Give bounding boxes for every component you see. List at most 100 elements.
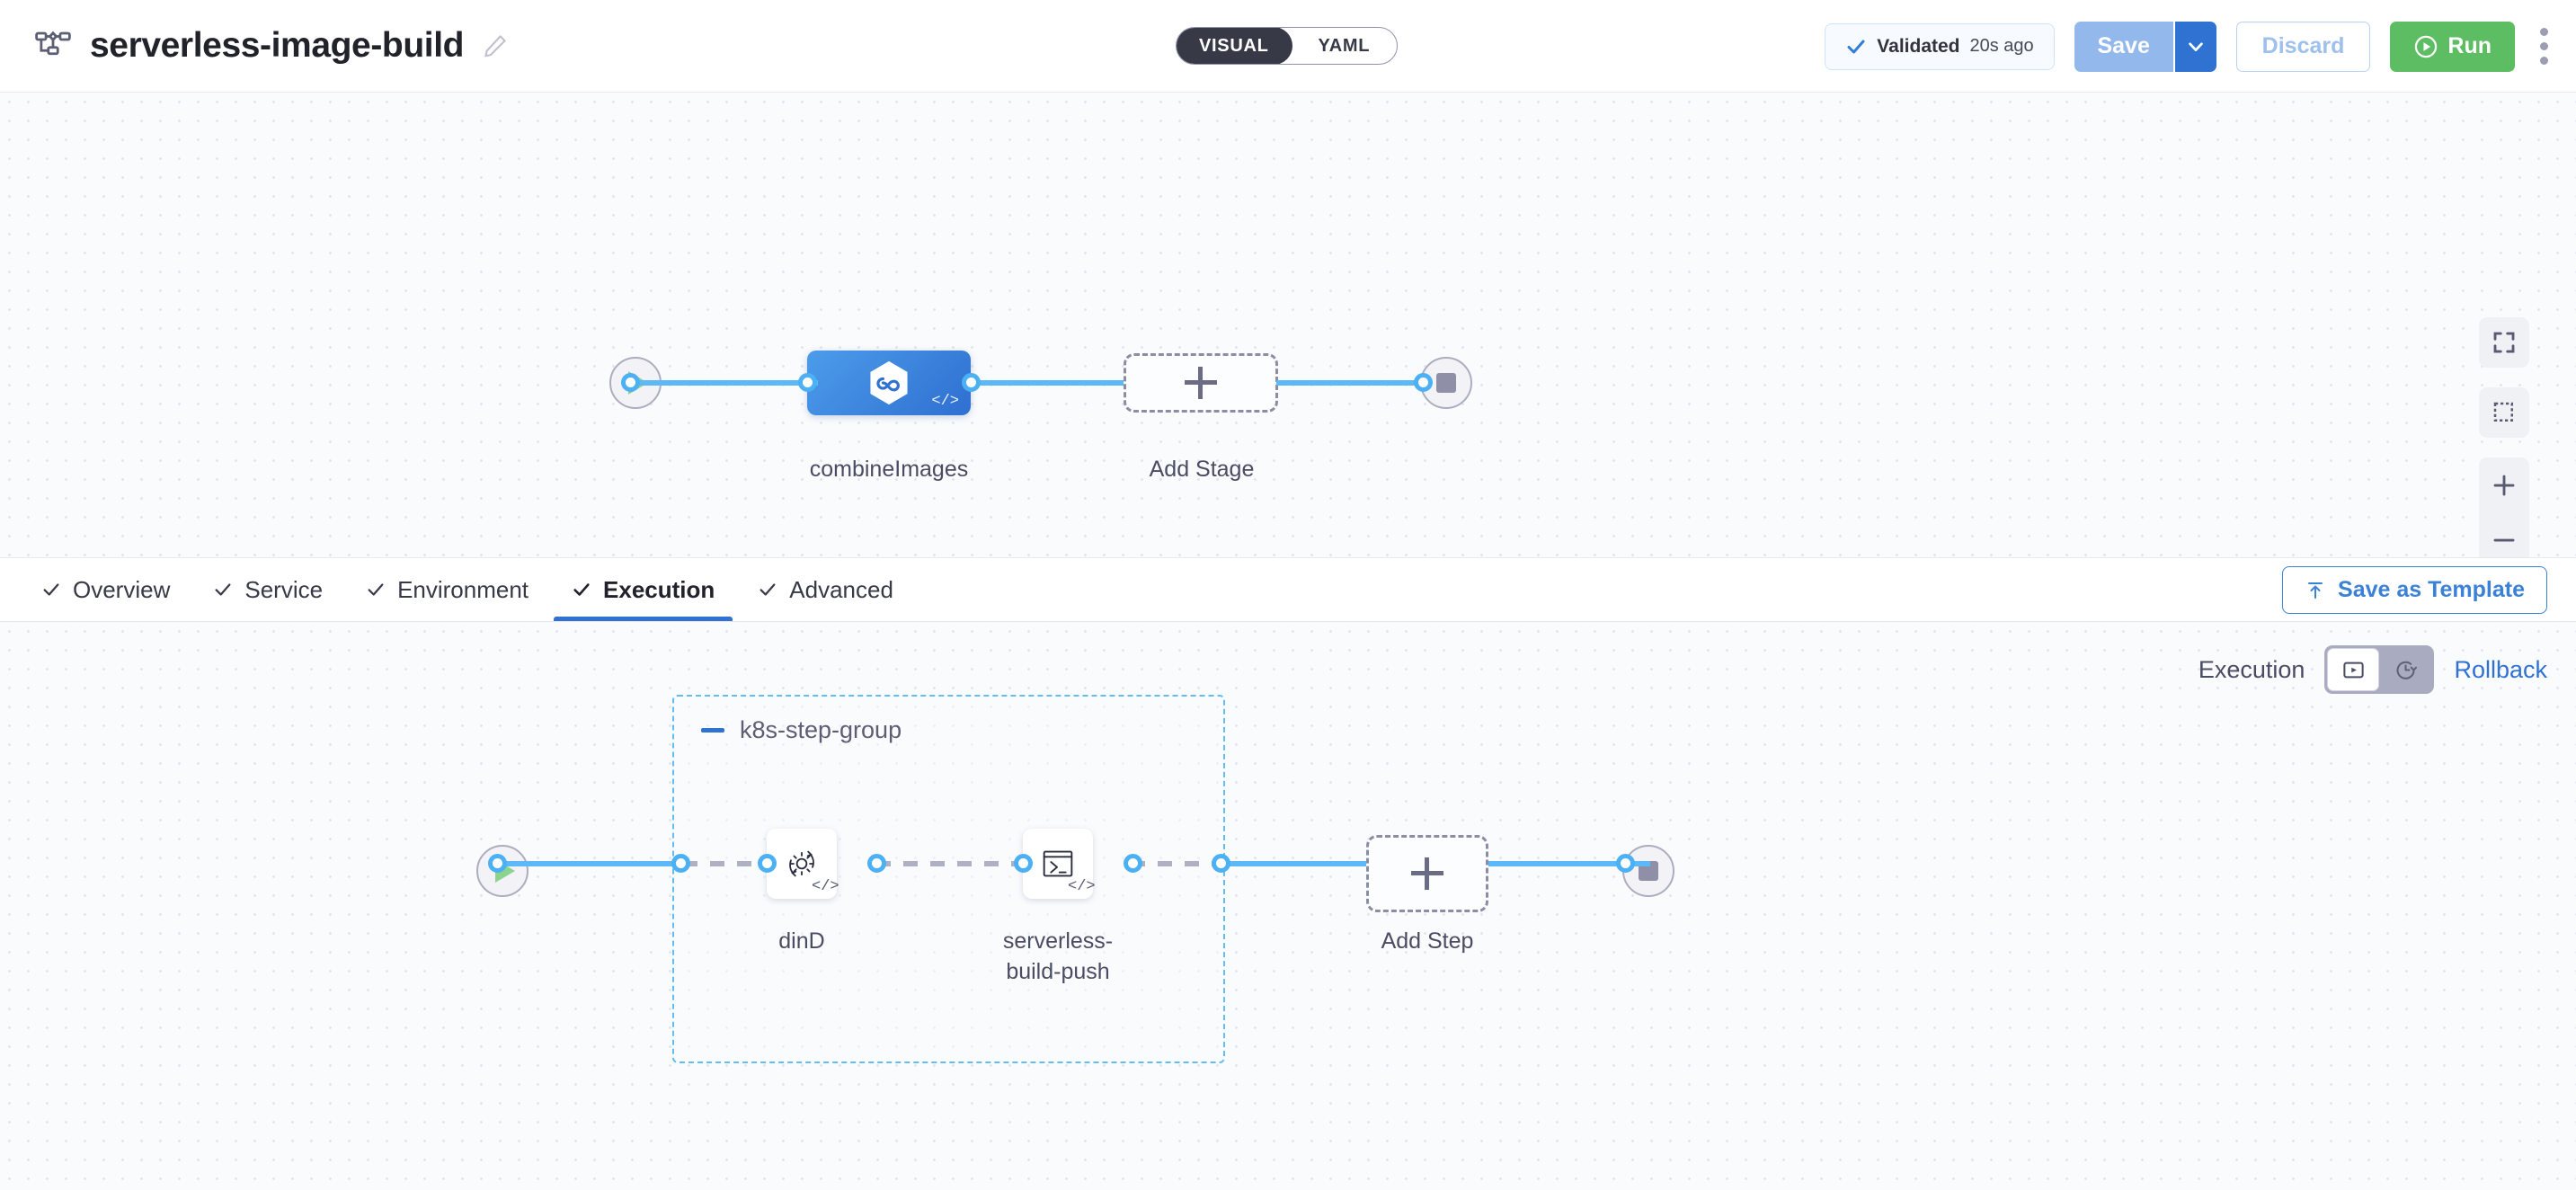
port-group-out[interactable]	[1212, 854, 1230, 873]
kebab-menu-icon[interactable]	[2535, 28, 2553, 65]
harness-hexagon-infinity-icon	[863, 357, 915, 409]
connector-stage-to-addstage	[971, 380, 1124, 386]
chevron-down-icon	[2186, 37, 2206, 57]
code-badge: </>	[931, 393, 959, 410]
top-bar-actions: Validated 20s ago Save Discard Run	[1825, 0, 2553, 93]
mode-toggle[interactable]: VISUAL YAML	[1176, 27, 1399, 65]
add-step-button[interactable]	[1366, 835, 1488, 912]
tab-execution[interactable]: Execution	[553, 558, 733, 621]
fit-to-screen-button[interactable]	[2479, 317, 2529, 368]
execution-canvas[interactable]: Execution Rollback	[0, 622, 2576, 1190]
play-circle-icon	[2413, 34, 2438, 59]
check-icon	[1845, 36, 1867, 58]
add-step-label: Add Step	[1381, 928, 1474, 954]
connector-addstage-to-end	[1276, 380, 1420, 386]
upload-template-icon	[2305, 580, 2326, 601]
toggle-rollback-button[interactable]	[2379, 648, 2431, 691]
add-stage-label: Add Stage	[1149, 457, 1255, 482]
page-title: serverless-image-build	[90, 26, 465, 65]
connector-start-to-group	[501, 861, 689, 866]
plus-icon	[1411, 857, 1443, 890]
zoom-in-button[interactable]	[2479, 457, 2529, 512]
code-badge: </>	[1068, 878, 1096, 895]
port-dind-in[interactable]	[758, 854, 777, 873]
stop-square-icon	[1436, 373, 1456, 393]
step-group-header[interactable]: k8s-step-group	[701, 716, 902, 744]
port-build-out[interactable]	[1124, 854, 1142, 873]
port-end-in[interactable]	[1414, 373, 1433, 392]
connector-group-to-dind	[683, 861, 764, 866]
step-label-serverless-build-push: serverless- build-push	[1002, 928, 1114, 984]
mode-toggle-visual[interactable]: VISUAL	[1177, 28, 1292, 64]
rollback-label[interactable]: Rollback	[2454, 655, 2547, 683]
check-icon	[43, 583, 59, 596]
port-stage-out[interactable]	[962, 373, 981, 392]
top-bar: serverless-image-build VISUAL YAML Valid…	[0, 0, 2576, 93]
tab-label: Environment	[397, 575, 529, 603]
save-split-button[interactable]: Save	[2074, 21, 2216, 72]
selection-box-button[interactable]	[2479, 387, 2529, 438]
check-icon	[573, 583, 590, 596]
connector-group-to-addstep	[1222, 861, 1366, 866]
gear-rotate-icon	[789, 850, 814, 877]
tab-overview[interactable]: Overview	[41, 558, 170, 621]
tab-advanced[interactable]: Advanced	[758, 558, 893, 621]
connector-dind-to-build	[876, 861, 1020, 866]
port-start-out[interactable]	[621, 373, 640, 392]
port-group-in[interactable]	[671, 854, 690, 873]
pencil-edit-icon[interactable]	[482, 32, 509, 59]
pipeline-flow-icon	[34, 27, 72, 65]
port-exec-end-in[interactable]	[1616, 854, 1635, 873]
tab-service[interactable]: Service	[213, 558, 323, 621]
tab-label: Execution	[603, 575, 715, 603]
tab-label: Advanced	[789, 575, 893, 603]
minus-collapse-icon[interactable]	[701, 728, 724, 733]
pipeline-title-group: serverless-image-build	[34, 26, 509, 66]
stage-tabs-bar: Overview Service Environment Execution A…	[0, 558, 2576, 622]
discard-button[interactable]: Discard	[2235, 21, 2371, 72]
step-group-k8s[interactable]: k8s-step-group	[672, 695, 1225, 1063]
tab-label: Service	[244, 575, 324, 603]
zoom-out-button[interactable]	[2479, 512, 2529, 557]
port-exec-start-out[interactable]	[488, 854, 507, 873]
execution-mode-bar: Execution Rollback	[2198, 645, 2547, 694]
check-icon	[368, 583, 384, 596]
execution-play-frame-icon	[2343, 662, 2364, 678]
stage-node-combineimages[interactable]: </>	[807, 351, 971, 415]
terminal-icon	[1043, 850, 1073, 877]
plus-icon	[1185, 367, 1217, 399]
save-dropdown-button[interactable]	[2172, 21, 2216, 72]
tab-environment[interactable]: Environment	[366, 558, 529, 621]
save-as-template-button[interactable]: Save as Template	[2282, 566, 2547, 614]
step-node-dind[interactable]	[767, 829, 837, 899]
execution-rollback-toggle[interactable]	[2324, 645, 2435, 694]
canvas-controls	[2479, 317, 2529, 557]
connector-addstep-to-end	[1488, 861, 1650, 866]
save-as-template-label: Save as Template	[2338, 577, 2525, 602]
port-dind-out[interactable]	[867, 854, 886, 873]
step-group-title: k8s-step-group	[740, 716, 902, 743]
zoom-controls	[2479, 457, 2529, 557]
validated-timestamp: 20s ago	[1969, 36, 2034, 56]
add-stage-button[interactable]	[1124, 353, 1278, 413]
check-icon	[759, 583, 776, 596]
run-label: Run	[2447, 33, 2492, 58]
toggle-execution-button[interactable]	[2327, 648, 2380, 691]
execution-mode-label: Execution	[2198, 655, 2305, 683]
step-node-serverless-build-push[interactable]	[1023, 829, 1093, 899]
tab-label: Overview	[73, 575, 171, 603]
stage-canvas[interactable]: </> combineImages Add Stage	[0, 93, 2576, 558]
save-button[interactable]: Save	[2074, 21, 2173, 72]
connector-start-to-stage	[638, 380, 818, 386]
status-badge-validated: Validated 20s ago	[1825, 22, 2055, 70]
run-button[interactable]: Run	[2390, 21, 2515, 72]
port-stage-in[interactable]	[798, 373, 817, 392]
rollback-clock-arrow-icon	[2396, 661, 2417, 679]
connector-build-to-group-out	[1131, 861, 1221, 866]
step-label-dind: dinD	[778, 928, 825, 954]
stage-label-combineimages: combineImages	[809, 457, 969, 482]
validated-label: Validated	[1877, 35, 1960, 57]
port-build-in[interactable]	[1014, 854, 1033, 873]
code-badge: </>	[812, 878, 839, 895]
mode-toggle-yaml[interactable]: YAML	[1318, 35, 1371, 56]
